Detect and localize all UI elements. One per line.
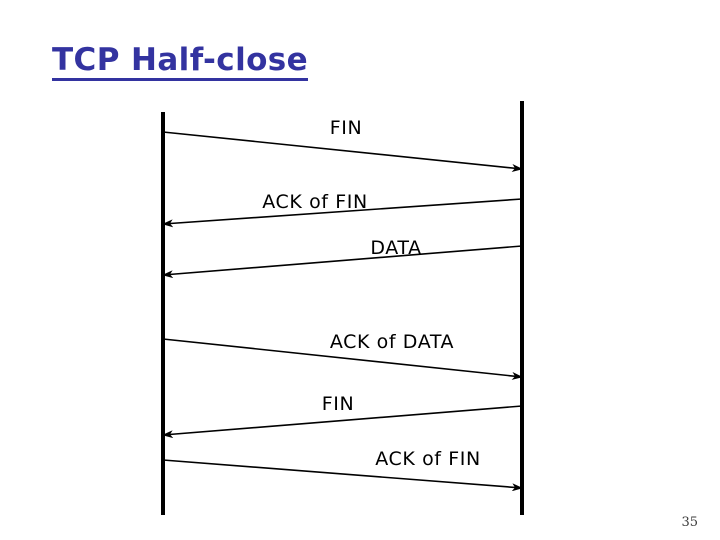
message-label: FIN xyxy=(321,393,355,415)
message-arrow xyxy=(162,405,523,439)
page-title: TCP Half-close xyxy=(52,44,309,81)
message-label: DATA xyxy=(370,237,422,259)
page-number: 35 xyxy=(681,515,698,530)
message-arrow xyxy=(162,338,523,380)
message-label: ACK of FIN xyxy=(375,448,481,470)
message-arrows-group xyxy=(162,131,523,492)
message-label: ACK of FIN xyxy=(262,191,368,213)
message-label: FIN xyxy=(329,117,363,139)
message-arrow xyxy=(162,245,523,279)
message-arrow xyxy=(162,131,523,172)
message-arrow xyxy=(162,198,523,228)
message-label: ACK of DATA xyxy=(329,331,455,353)
message-arrow xyxy=(162,459,523,492)
